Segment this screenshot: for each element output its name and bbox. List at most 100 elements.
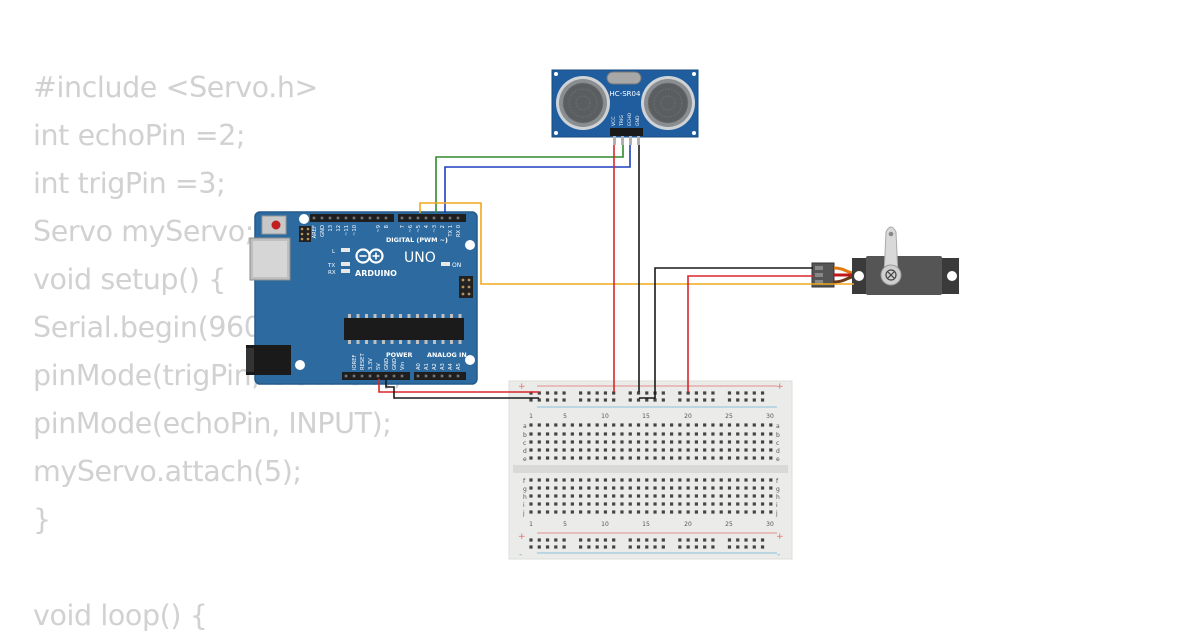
breadboard-hole (752, 432, 756, 436)
breadboard-hole (595, 423, 599, 427)
breadboard-hole (645, 538, 649, 542)
wires[interactable] (378, 145, 854, 399)
breadboard-hole (752, 478, 756, 482)
breadboard-hole (760, 494, 765, 498)
breadboard-hole (711, 456, 715, 460)
breadboard-hole (579, 502, 583, 506)
breadboard-hole (744, 545, 748, 549)
breadboard-hole (694, 478, 698, 482)
breadboard-hole (727, 391, 732, 395)
breadboard-hole (711, 478, 715, 482)
wire-servo-signal-orange[interactable] (419, 202, 854, 285)
breadboard-hole (703, 545, 707, 549)
breadboard-hole (669, 478, 674, 482)
breadboard-hole (703, 494, 707, 498)
row-letter: g (523, 486, 527, 493)
breadboard-hole (595, 478, 599, 482)
rail-minus-label: - (777, 550, 780, 560)
breadboard-hole (645, 448, 649, 452)
breadboard-hole (545, 478, 550, 482)
breadboard-hole (678, 486, 682, 490)
breadboard-hole (603, 440, 608, 444)
code-line: void setup() { (33, 263, 226, 296)
breadboard-hole (678, 494, 682, 498)
breadboard-hole (694, 545, 698, 549)
breadboard-hole (678, 502, 682, 506)
breadboard-hole (628, 510, 632, 514)
breadboard-hole (744, 423, 748, 427)
breadboard-hole (554, 398, 558, 402)
breadboard-hole (669, 423, 674, 427)
digital-header-right (398, 214, 466, 222)
sensor-pin-label: TRIG (619, 115, 625, 127)
wire-5v-red[interactable] (378, 379, 539, 393)
power-header (342, 372, 410, 380)
breadboard-hole (669, 494, 674, 498)
breadboard-hole (628, 478, 632, 482)
header-pin (368, 374, 372, 378)
column-number: 30 (766, 413, 774, 420)
breadboard-hole (711, 486, 715, 490)
column-number: 20 (684, 413, 692, 420)
wire-trig-green[interactable] (435, 145, 624, 213)
wire-gnd-black[interactable] (385, 379, 539, 399)
breadboard-hole (736, 423, 740, 427)
breadboard[interactable]: + + + + - - 1 5 10 15 20 25 30 1 5 10 15… (508, 380, 793, 560)
breadboard-hole (587, 510, 591, 514)
breadboard-hole (678, 456, 682, 460)
header-pin (312, 216, 316, 220)
breadboard-hole (636, 510, 641, 514)
breadboard-hole (579, 538, 583, 542)
breadboard-hole (727, 456, 732, 460)
wire-servo-vcc-red[interactable] (687, 275, 813, 392)
breadboard-hole (587, 423, 591, 427)
breadboard-hole (678, 448, 682, 452)
breadboard-hole (612, 486, 616, 490)
led-l (341, 248, 350, 252)
breadboard-hole (529, 486, 533, 490)
breadboard-hole (612, 440, 616, 444)
breadboard-hole (562, 494, 566, 498)
breadboard-hole (736, 398, 740, 402)
transducer-left (556, 76, 610, 130)
breadboard-hole (537, 478, 541, 482)
breadboard-hole (579, 391, 583, 395)
code-editor: #include <Servo.h>int echoPin =2;int tri… (33, 64, 403, 640)
breadboard-hole (653, 502, 657, 506)
breadboard-hole (769, 456, 773, 460)
breadboard-hole (554, 391, 558, 395)
breadboard-hole (678, 391, 682, 395)
breadboard-hole (760, 448, 765, 452)
breadboard-hole (645, 486, 649, 490)
servo-motor[interactable] (811, 226, 959, 295)
digital-pin-label: 13 (328, 225, 334, 232)
breadboard-hole (686, 478, 690, 482)
breadboard-hole (727, 510, 732, 514)
breadboard-hole (620, 440, 624, 444)
breadboard-hole (562, 432, 566, 436)
breadboard-hole (744, 398, 748, 402)
breadboard-hole (653, 538, 657, 542)
breadboard-hole (579, 486, 583, 490)
breadboard-hole (703, 432, 707, 436)
mounting-hole (465, 240, 475, 250)
row-letter: j (522, 510, 525, 517)
breadboard-hole (554, 478, 558, 482)
wire-servo-gnd-black[interactable] (639, 267, 813, 399)
breadboard-hole (545, 432, 550, 436)
breadboard-hole (703, 398, 707, 402)
breadboard-hole (760, 478, 765, 482)
breadboard-hole (636, 545, 641, 549)
digital-pin-label: RX 0 (456, 225, 462, 237)
arduino-pcb (255, 212, 477, 384)
breadboard-hole (760, 432, 765, 436)
breadboard-hole (595, 432, 599, 436)
breadboard-hole (595, 398, 599, 402)
wire-echo-blue[interactable] (444, 145, 631, 213)
breadboard-hole (752, 440, 756, 444)
header-pin (344, 216, 348, 220)
breadboard-hole (537, 432, 541, 436)
breadboard-hole (620, 494, 624, 498)
